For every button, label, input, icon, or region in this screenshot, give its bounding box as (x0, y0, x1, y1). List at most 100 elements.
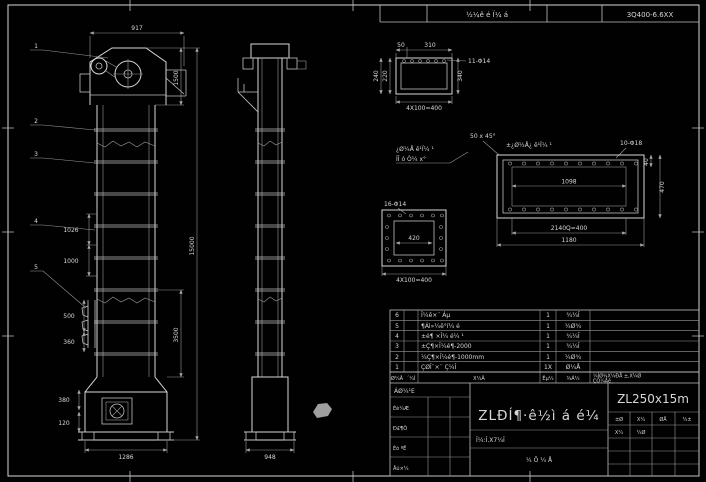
channel-note-line2: ÏÎ ó Ò¼ x° (396, 156, 426, 163)
front-view-dimensions: 917 15000 1500 3500 1026 1000 500 360 38… (58, 25, 200, 461)
bom-row-mat: ¾¼Î (566, 312, 580, 319)
dim-lower-section: 3500 (173, 327, 180, 342)
grid-cell-label: X¼ (615, 430, 623, 436)
bom-row-no: 5 (395, 323, 399, 330)
side-view-dimensions: 948 (245, 441, 295, 461)
dim-plate-height: 470 (659, 181, 666, 193)
plate-bolt-holes (508, 161, 638, 212)
balloon-2: 2 (34, 118, 38, 125)
sheet-count-note: ¼ Õ ¼ Å (526, 457, 553, 464)
side-view (237, 43, 307, 441)
title-block: Ø¼Â ´¼Ì X¼Â Êµ¼ ¾Á¼ ¼ÌØ¾X¼ÐÅ ±,X¼Ø ÇÕ¼Åê… (389, 371, 700, 477)
balloon-5: 5 (34, 264, 38, 271)
dim-flange-inner: 420 (408, 235, 420, 242)
flange-bolt-holes (385, 213, 444, 263)
top-center-label: ½¼ê é Ï¼ á (466, 10, 508, 19)
dim-head-height: 1500 (173, 70, 180, 85)
sign-label-design: Éè¼Æ (393, 404, 409, 412)
front-view-boot (78, 376, 174, 441)
channel-holes-label: 11-Φ14 (468, 58, 490, 65)
title-note-small-b: ÇÕ¼Åê¸ (593, 378, 613, 385)
bom-row-name: ±é¶ ×Î¼ é¼ ¹ (421, 333, 464, 340)
detail-flange: 16-Φ14 420 4X100=400 (381, 201, 447, 284)
sign-label-audit: Éó ºË (393, 444, 406, 452)
dim-channel-left-outer: 240 (373, 70, 380, 82)
grid-cell-label: X¼ (637, 417, 645, 423)
dim-plate-bottom-b: 1180 (561, 237, 576, 244)
dim-pitch-a: 1026 (63, 227, 78, 234)
dim-channel-width: 310 (424, 42, 436, 49)
bom-header-qty: Êµ¼ (542, 374, 553, 382)
dim-channel-left-inner: 220 (382, 70, 389, 82)
bom-row-name: ÇØÎ¨×¨ Ç¼Î (421, 364, 457, 371)
bom-row-qty: 1 (546, 333, 550, 340)
grid-cell-label: ØÅ (659, 416, 667, 423)
detail-plate: ±¿Ø½Å¿ ê¹Ï¼ ¹ 10-Φ18 1098 2140Q=400 1180… (496, 140, 666, 247)
bom-row-no: 2 (395, 354, 399, 361)
bom-row-name: ¶Áì»¼ê°í¼ é (421, 323, 460, 330)
bom-row-mat: ¾¼Î (566, 343, 580, 350)
chamfer-note-text: 50 x 45° (470, 133, 496, 140)
title-left-label: ÁØ¼¹E (394, 388, 415, 395)
bom-header-no: Ø¼Â (391, 375, 404, 382)
model-number: ZL250x15m (617, 392, 689, 406)
parts-table: 6 Î¼ê×¨ Áµ 1 ¾¼Î 5 ¶Áì»¼ê°í¼ é 1 ¼Ø¾ 4 ±… (389, 309, 700, 383)
plate-holes-label: 10-Φ18 (620, 140, 642, 147)
bom-row-mat: ¼Ø¾ (565, 354, 582, 361)
dim-overall-height: 15000 (189, 236, 196, 255)
title-note-small-a: ¼ÌØ¾X¼ÐÅ ±,X¼Ø (593, 373, 641, 380)
dim-plate-bottom-a: 2140Q=400 (551, 225, 588, 232)
balloon-4: 4 (34, 218, 38, 225)
dim-side-base: 948 (264, 454, 276, 461)
detail-channel: 50 310 220 240 340 4X100=400 11-Φ14 ¿Ø¼Å… (373, 42, 490, 164)
bom-header-mat: ¾Á¼ (566, 375, 579, 382)
bom-row-no: 4 (395, 333, 399, 340)
bom-row-mat: ¾¼Î (566, 333, 580, 340)
grid-cell-label: ¼Ø (637, 429, 646, 436)
grid-cell-label: ¼± (682, 417, 691, 423)
bom-row-mat: ¼Ø¾ (565, 323, 582, 330)
dim-plate-inner: 1098 (561, 179, 576, 186)
top-info-strip: ½¼ê é Ï¼ á 3Q400-6.6XX (379, 5, 699, 23)
bom-row-qty: 1 (546, 323, 550, 330)
grid-cell-label: ±Ø (615, 416, 623, 423)
dim-boot-b: 120 (58, 420, 70, 427)
bom-row-no: 6 (395, 312, 399, 319)
dim-chain-b: 360 (63, 339, 75, 346)
front-view-casing (94, 105, 158, 377)
balloon-1: 1 (34, 43, 38, 50)
dim-lip: 50 (397, 42, 405, 49)
front-view-head (79, 47, 187, 105)
bom-row-qty: 1 (546, 312, 550, 319)
bom-row-no: 1 (395, 364, 399, 371)
sign-label-approve: Åú×¼ (393, 465, 409, 472)
dim-chain-a: 500 (63, 313, 75, 320)
drawing-number: 3Q400-6.6XX (627, 11, 674, 19)
dim-head-width: 917 (131, 25, 143, 32)
bom-row-qty: 1 (546, 354, 550, 361)
dim-base-width: 1286 (118, 454, 133, 461)
bom-row-name: Î¼ê×¨ Áµ (421, 312, 450, 319)
dim-channel-right: 340 (457, 70, 464, 82)
plate-note: ±¿Ø½Å¿ ê¹Ï¼ ¹ (506, 142, 553, 149)
dim-pitch-b: 1000 (63, 258, 78, 265)
balloon-3: 3 (34, 151, 38, 158)
drawing-title: ZLÐÍ¶·ê½ì á é¼ (478, 407, 599, 424)
bom-row-mat: Ø¼Å (566, 364, 582, 371)
title-sub-note: Î¼:Î.X7¼Î (476, 437, 505, 444)
dim-boot-a: 380 (58, 397, 70, 404)
flange-holes-label: 16-Φ14 (384, 201, 406, 208)
bom-header-code: ´¼Ì (407, 375, 416, 382)
dim-channel-bottom: 4X100=400 (406, 105, 442, 112)
chamfer-note: 50 x 45° (470, 133, 500, 156)
dim-flange-bottom: 4X100=400 (396, 277, 432, 284)
dim-plate-edge: 40 (643, 158, 650, 166)
section-mark (313, 403, 332, 418)
bom-header-name: X¼Â (473, 375, 485, 382)
sign-label-check: Ð£¶Ô (393, 425, 407, 432)
bom-row-qty: 1 (546, 343, 550, 350)
balloon-callouts: 1 2 3 4 5 (30, 43, 109, 309)
